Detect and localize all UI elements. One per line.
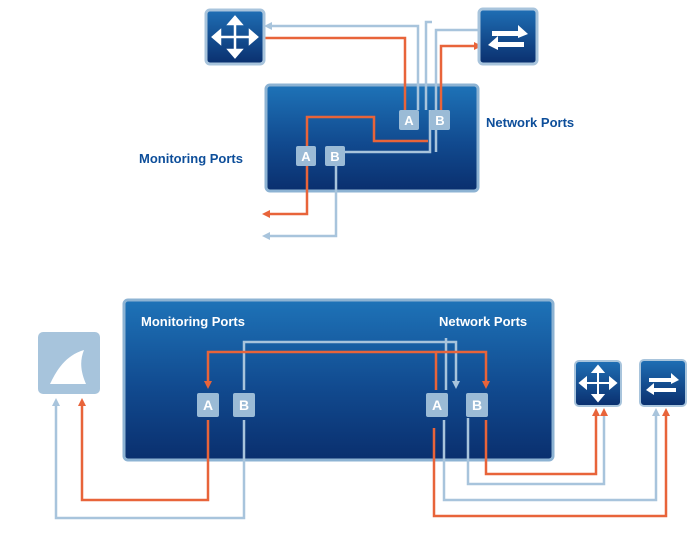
- shark-fin-icon: [38, 332, 100, 394]
- bottom-monitoring-port-b: B: [233, 393, 255, 417]
- port-a-label: A: [432, 397, 442, 413]
- port-b-label: B: [239, 397, 249, 413]
- bottom-light-lines: [52, 338, 660, 520]
- bottom-network-ports-label: Network Ports: [439, 314, 527, 329]
- port-b-label: B: [330, 149, 339, 164]
- bottom-monitoring-ports-label: Monitoring Ports: [141, 314, 245, 329]
- top-network-port-b: B: [430, 110, 450, 130]
- bottom-monitoring-port-a: A: [197, 393, 219, 417]
- top-monitoring-port-a: A: [296, 146, 316, 166]
- bottom-network-port-a: A: [426, 393, 448, 417]
- port-b-label: B: [472, 397, 482, 413]
- top-tap-box: [264, 83, 480, 193]
- top-diagram: A B A B Network Ports Monitoring Ports: [139, 7, 574, 240]
- port-a-label: A: [404, 113, 414, 128]
- switch-icon: [477, 7, 539, 66]
- port-a-label: A: [203, 397, 213, 413]
- port-b-label: B: [435, 113, 444, 128]
- top-monitoring-ports-label: Monitoring Ports: [139, 151, 243, 166]
- top-network-ports-label: Network Ports: [486, 115, 574, 130]
- port-a-label: A: [301, 149, 311, 164]
- top-orange-lines: [262, 36, 482, 218]
- bottom-orange-lines: [78, 350, 670, 518]
- top-monitoring-port-b: B: [325, 146, 345, 166]
- router-icon: [204, 8, 266, 66]
- bottom-network-port-b: B: [466, 393, 488, 417]
- bottom-diagram: A B A B Monitoring Ports Network Ports: [38, 298, 687, 520]
- top-network-port-a: A: [399, 110, 419, 130]
- switch-icon: [639, 359, 687, 407]
- router-icon: [574, 360, 622, 407]
